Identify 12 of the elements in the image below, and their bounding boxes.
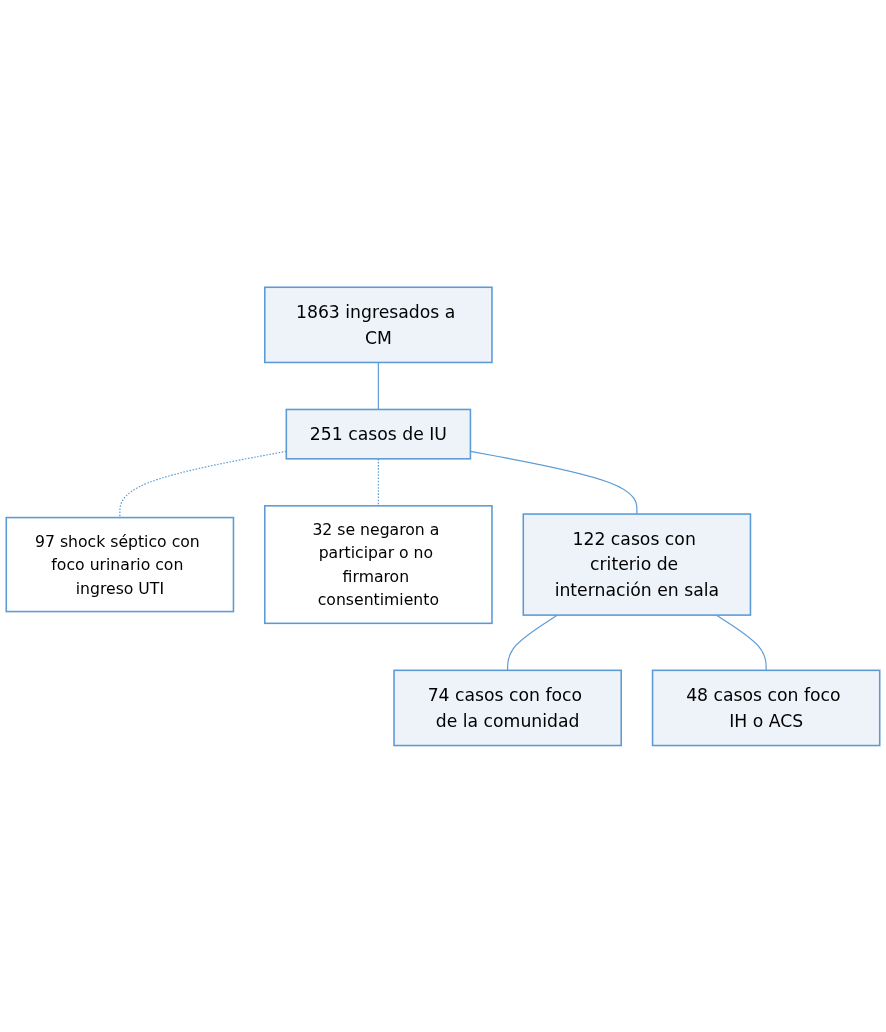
node-box: 1863 ingresados a CM: [264, 286, 493, 363]
connector: [507, 614, 559, 671]
connector: [377, 457, 379, 506]
node-box: 48 casos con foco IH o ACS: [651, 669, 881, 746]
connector: [119, 450, 287, 518]
node-box: 97 shock séptico con foco urinario con ingreso UTI: [5, 516, 235, 612]
node-box: 122 casos con criterio de internación en sala: [522, 512, 752, 616]
connector: [377, 361, 379, 410]
node-box: 251 casos de IU: [285, 408, 472, 460]
connector: [715, 614, 767, 671]
node-box: 74 casos con foco de la comunidad: [393, 669, 622, 746]
node-box: 32 se negaron a participar o no firmaron consentimiento: [264, 504, 493, 624]
